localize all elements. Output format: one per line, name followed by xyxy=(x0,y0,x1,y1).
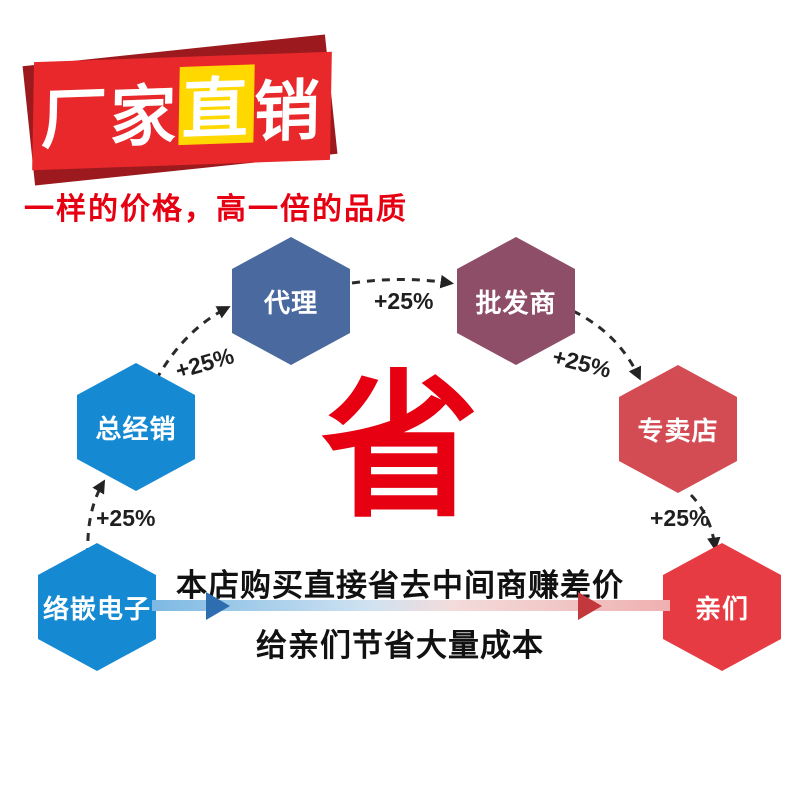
node-specialty-store: 专卖店 xyxy=(619,365,737,493)
factory-direct-banner: 厂家直销 xyxy=(32,51,332,171)
arrow-agent-to-wholesaler xyxy=(351,274,455,289)
footer-line-2: 给亲们节省大量成本 xyxy=(256,628,544,663)
banner-title: 厂家直销 xyxy=(40,64,324,157)
red-arrowhead-icon xyxy=(578,592,602,620)
blue-arrowhead-icon xyxy=(206,592,230,620)
footer-line-1: 本店购买直接省去中间商赚差价 xyxy=(176,568,624,603)
markup-label-2: +25% xyxy=(172,342,237,384)
markup-label-5: +25% xyxy=(650,505,710,531)
markup-label-4: +25% xyxy=(549,343,614,383)
node-general-distributor: 总经销 xyxy=(77,363,195,491)
save-character: 省 xyxy=(321,360,479,536)
banner-title-suffix: 销 xyxy=(253,73,324,150)
gradient-flow-bar xyxy=(152,600,670,611)
banner-title-highlight: 直 xyxy=(178,64,255,147)
banner-subtitle: 一样的价格，高一倍的品质 xyxy=(24,193,408,226)
node-agent: 代理 xyxy=(232,237,350,365)
markup-label-3: +25% xyxy=(374,288,434,314)
markup-label-1: +25% xyxy=(96,505,156,531)
node-wholesaler: 批发商 xyxy=(457,237,575,365)
banner-title-prefix: 厂家 xyxy=(40,78,180,157)
